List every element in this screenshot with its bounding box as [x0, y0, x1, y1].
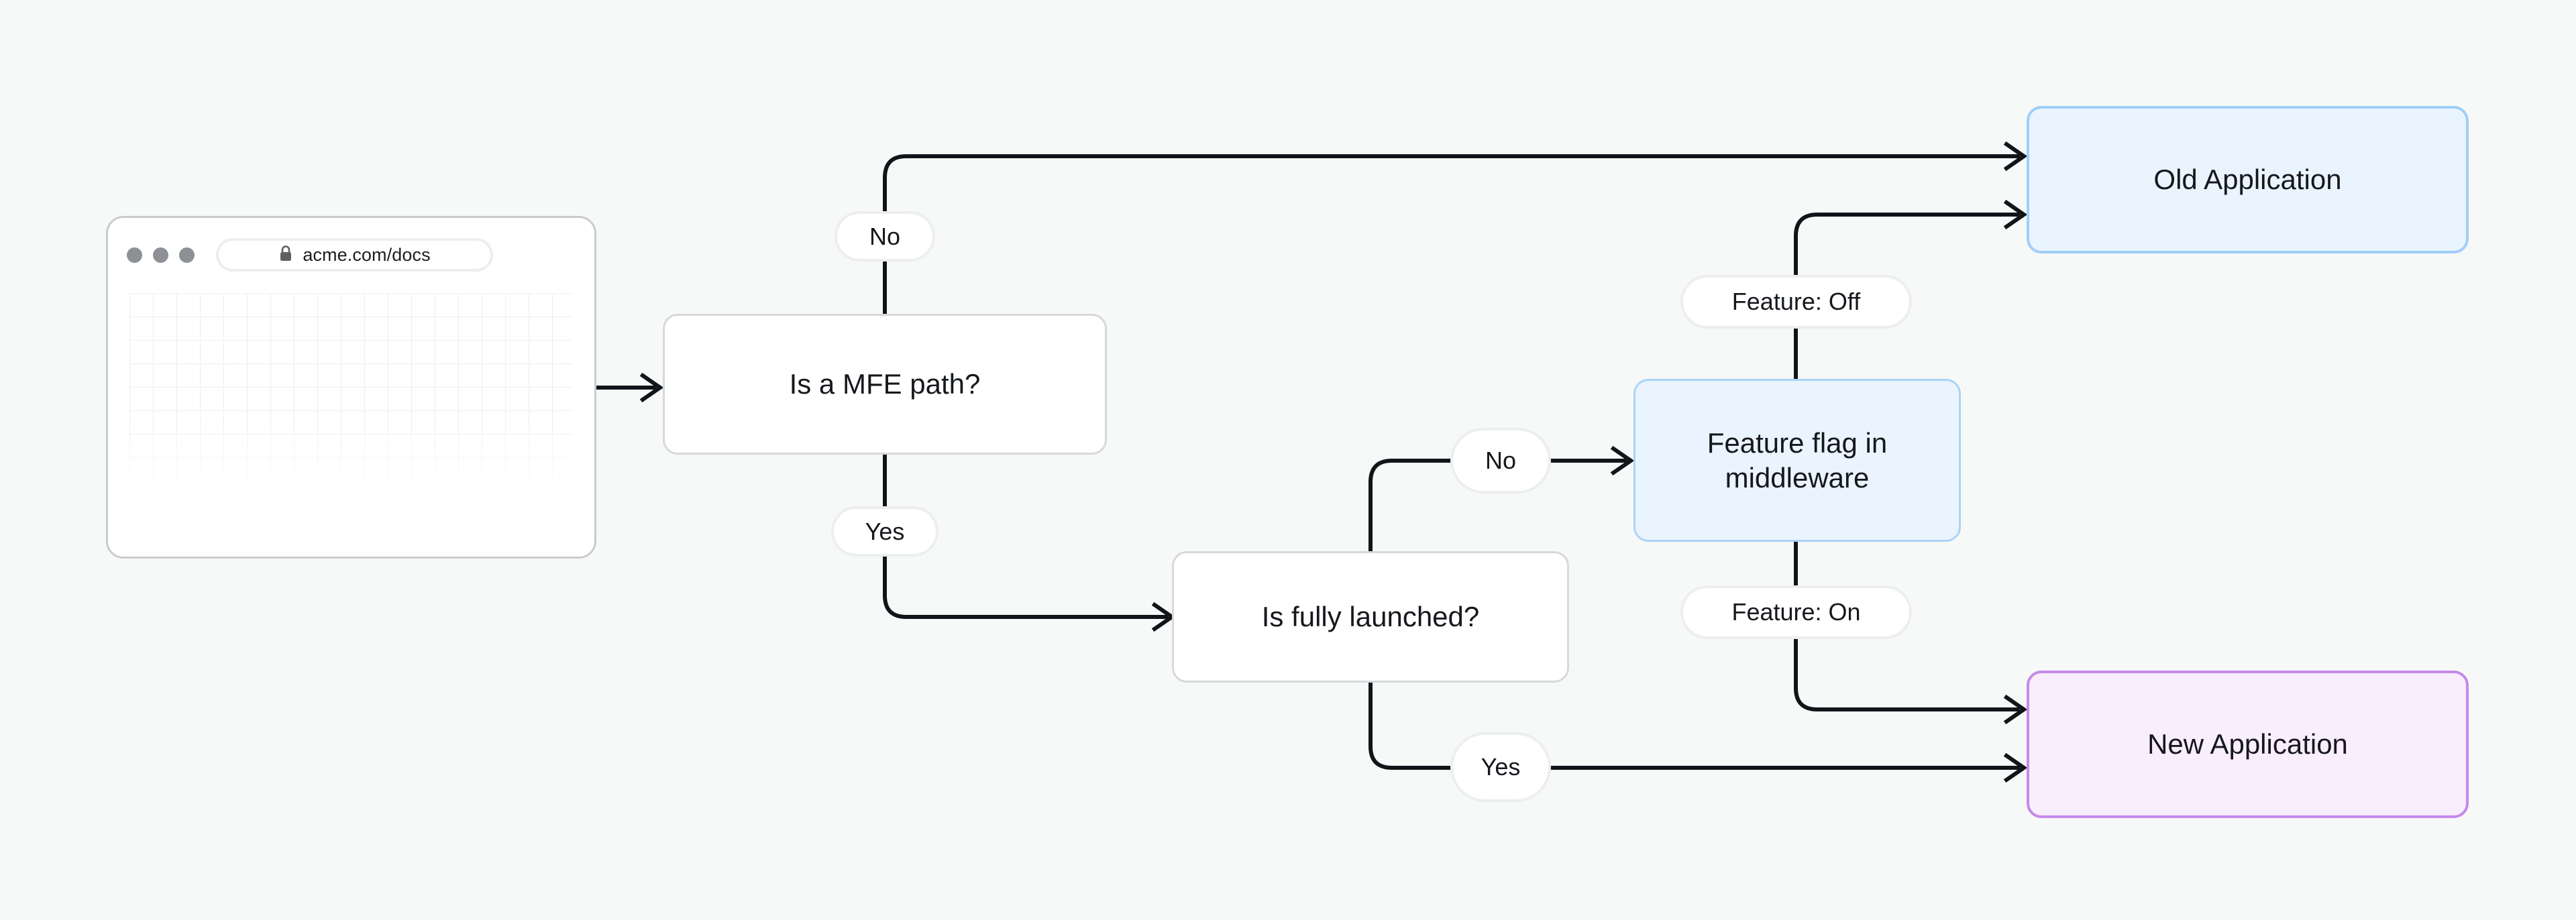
node-label: New Application	[2147, 728, 2348, 760]
node-label-line-2: middleware	[1725, 461, 1870, 494]
edge-label-text: Yes	[865, 517, 905, 545]
node-label: Is fully launched?	[1261, 601, 1480, 633]
node-new-application[interactable]: New Application	[2027, 671, 2469, 818]
node-is-fully-launched[interactable]: Is fully launched?	[1172, 551, 1569, 683]
node-label: Is a MFE path?	[789, 368, 981, 400]
edge-label-text: Feature: On	[1731, 598, 1861, 626]
traffic-lights	[127, 247, 195, 263]
edge-mfe-no-to-old-application	[883, 141, 2028, 314]
edge-label-text: Yes	[1481, 753, 1521, 781]
edge-launched-no-to-feature-flag	[1368, 445, 1635, 551]
edge-label-text: No	[1485, 447, 1517, 474]
node-feature-flag-in-middleware[interactable]: Feature flag in middleware	[1633, 379, 1961, 542]
browser-chrome: acme.com/docs	[108, 218, 594, 292]
node-label-line-1: Feature flag in	[1707, 427, 1888, 459]
edge-browser-to-mfe-path	[596, 372, 664, 403]
edge-label-feature-off: Feature: Off	[1680, 275, 1912, 329]
edge-label-mfe-yes: Yes	[831, 506, 938, 557]
edge-label-mfe-no: No	[835, 211, 935, 262]
dot-red-icon	[127, 247, 142, 263]
dot-yellow-icon	[153, 247, 168, 263]
edge-label-feature-on: Feature: On	[1680, 585, 1912, 639]
node-old-application[interactable]: Old Application	[2027, 106, 2469, 253]
url-text: acme.com/docs	[303, 244, 431, 265]
browser-content-grid	[129, 293, 573, 557]
edge-label-text: Feature: Off	[1731, 288, 1861, 315]
node-label: Old Application	[2153, 164, 2342, 196]
browser-window-mock: acme.com/docs	[106, 216, 596, 559]
dot-green-icon	[179, 247, 195, 263]
edge-label-launched-no: No	[1450, 428, 1551, 494]
node-is-a-mfe-path[interactable]: Is a MFE path?	[663, 314, 1107, 455]
edge-feature-on-to-new-application	[1794, 542, 2028, 725]
edge-label-text: No	[869, 222, 901, 250]
edge-feature-off-to-old-application	[1794, 199, 2028, 379]
edge-label-launched-yes: Yes	[1450, 732, 1551, 802]
lock-icon	[278, 245, 293, 266]
edge-launched-yes-to-new-application	[1368, 683, 2028, 783]
url-bar[interactable]: acme.com/docs	[216, 238, 493, 272]
